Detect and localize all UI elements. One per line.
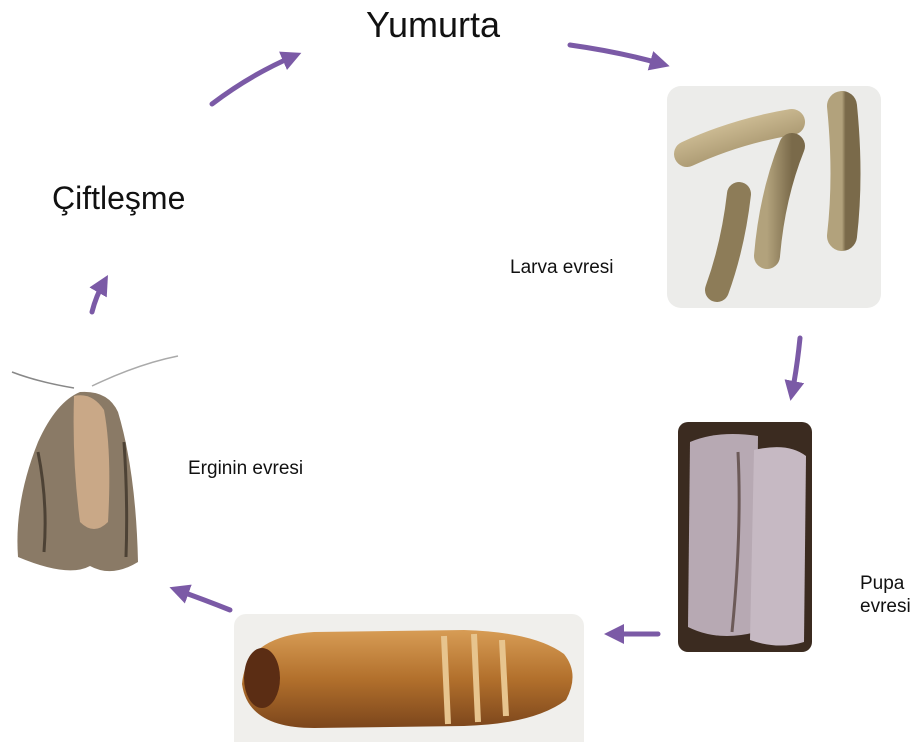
moth-illustration: [8, 352, 186, 592]
arrow-adult-to-mating: [92, 282, 104, 312]
arrow-mating-to-egg: [212, 56, 294, 104]
arrow-pupa-to-adult: [177, 590, 230, 610]
stage-pupa-label: Pupa evresi: [860, 572, 911, 618]
stage-mating-label: Çiftleşme: [52, 180, 185, 217]
larvae-illustration: [667, 86, 881, 308]
adult-moth-photo: [8, 352, 186, 592]
pupa-cocoon-photo: [678, 422, 812, 652]
arrow-egg-to-larva: [570, 45, 662, 64]
cocoon-illustration: [678, 422, 812, 652]
stage-pupa-label-line1: Pupa: [860, 572, 911, 595]
stage-pupa-label-line2: evresi: [860, 595, 911, 618]
stage-egg-label: Yumurta: [366, 4, 500, 46]
pupa-photo: [234, 614, 584, 742]
arrow-larva-to-pupa: [792, 338, 800, 393]
stage-larva-label: Larva evresi: [510, 257, 614, 279]
pupa-illustration: [234, 614, 584, 742]
stage-adult-label: Erginin evresi: [188, 458, 303, 480]
larvae-photo: [667, 86, 881, 308]
